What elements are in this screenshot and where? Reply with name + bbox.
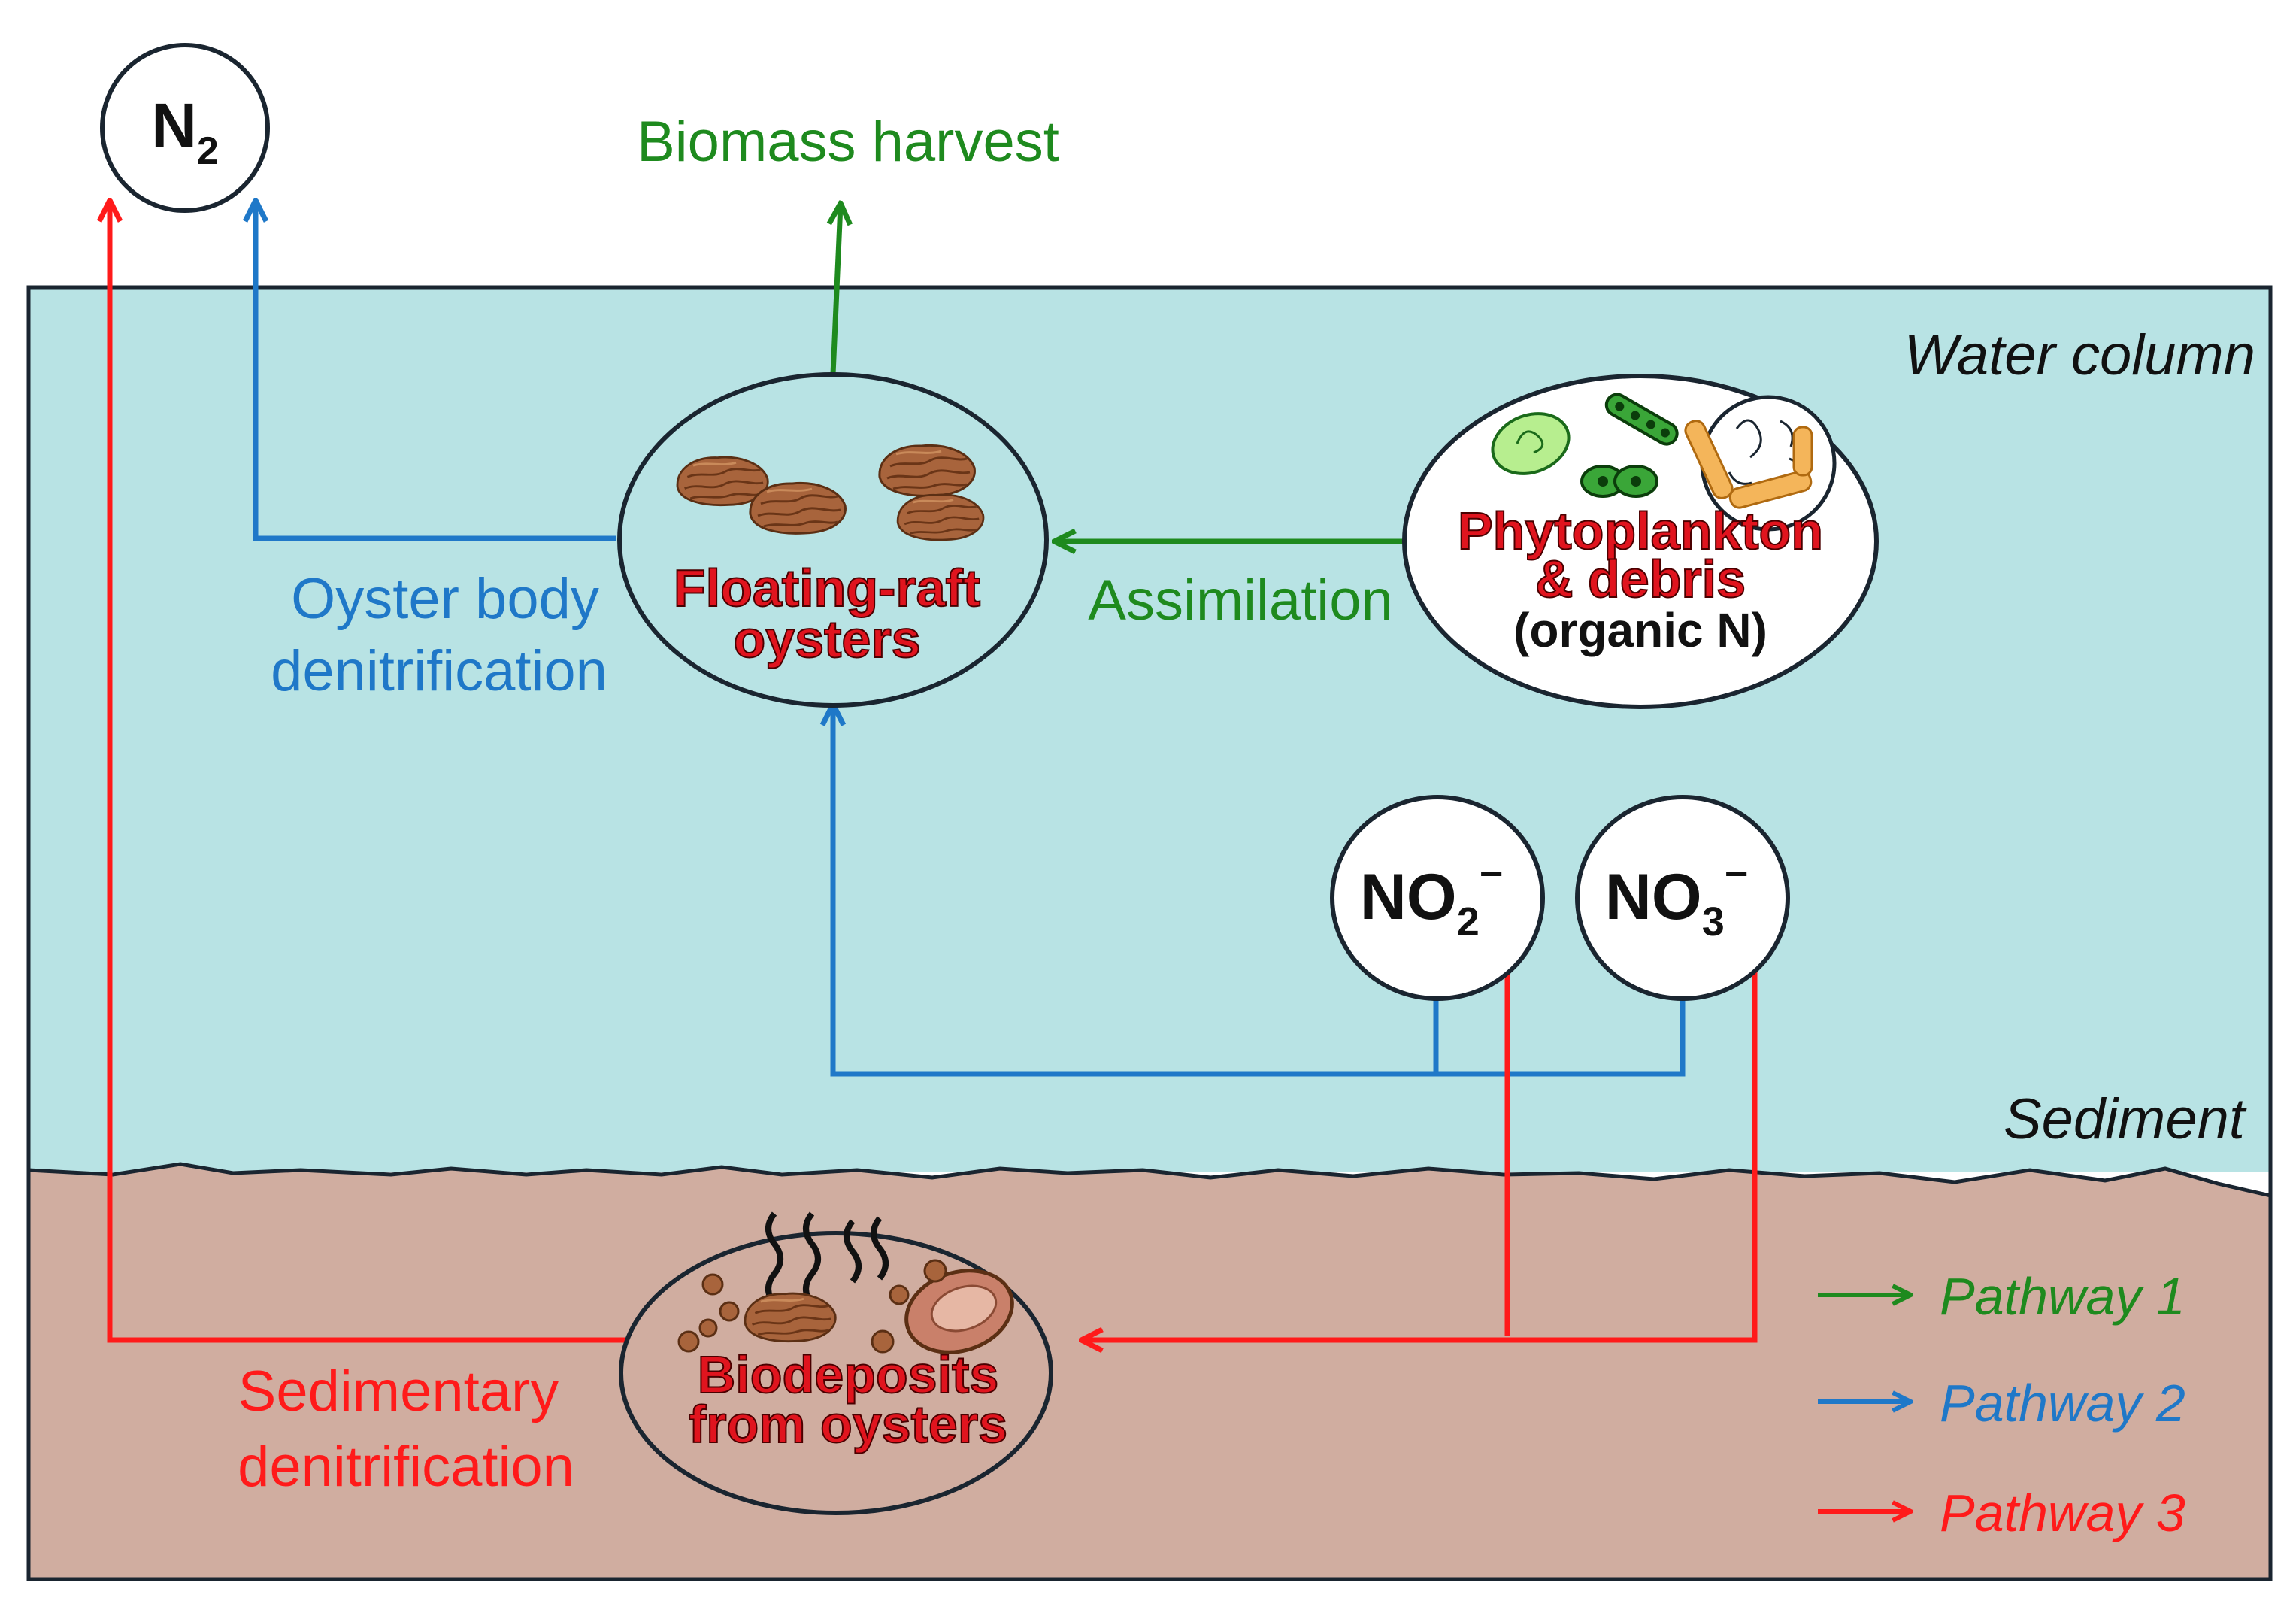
- nitrate-label: NO3−: [1605, 851, 1749, 944]
- legend-label-pathway-3: Pathway 3: [1940, 1484, 2185, 1542]
- nitrate-node: [1575, 795, 1790, 1001]
- water-column-label: Water column: [1904, 323, 2255, 387]
- oysters-label-line2: oysters: [733, 610, 920, 669]
- biomass-harvest-label: Biomass harvest: [637, 110, 1059, 174]
- diagram-frame: [26, 285, 2273, 1581]
- nitrite-label: NO2−: [1360, 851, 1504, 944]
- oyster-body-label-line1: Oyster body: [291, 567, 599, 631]
- phytoplankton-label-line2: & debris: [1535, 550, 1746, 608]
- legend-label-pathway-1: Pathway 1: [1940, 1267, 2185, 1326]
- legend: Pathway 1 Pathway 2 Pathway 3: [1818, 1267, 2185, 1542]
- n2-node: [100, 43, 270, 213]
- sediment-label: Sediment: [2004, 1087, 2247, 1151]
- phytoplankton-cells-image: [1491, 393, 1837, 532]
- sedimentary-label-line1: Sedimentary: [238, 1360, 559, 1423]
- sediment-area: [29, 1164, 2270, 1579]
- biodeposits-image: [677, 1211, 1014, 1354]
- assimilation-label: Assimilation: [1088, 568, 1392, 632]
- sedimentary-denitrification-arrow: [110, 202, 625, 1343]
- biomass-harvest-arrow: [833, 205, 841, 375]
- sedimentary-label-line2: denitrification: [238, 1435, 574, 1499]
- n2-label: N2: [151, 90, 219, 173]
- biodeposits-label-line1: Biodeposits: [698, 1345, 999, 1404]
- nitrite-node: [1330, 795, 1545, 1001]
- biodeposits-label-line2: from oysters: [689, 1395, 1007, 1454]
- nitrate-uptake-line: [1436, 997, 1686, 1077]
- sediment-surface-line: [28, 1162, 2271, 1198]
- nutrient-uptake-arrow: [833, 705, 1436, 1077]
- nitrate-to-sediment-arrow: [1083, 966, 1758, 1340]
- oyster-body-label-line2: denitrification: [271, 639, 607, 703]
- phytoplankton-label-line1: Phytoplankton: [1458, 502, 1823, 560]
- water-column-area: [29, 287, 2270, 1172]
- phytoplankton-label-line3: (organic N): [1513, 603, 1767, 657]
- legend-label-pathway-2: Pathway 2: [1940, 1374, 2185, 1433]
- oysters-label-line1: Floating-raft: [674, 559, 980, 617]
- oyster-body-denitrification-arrow: [256, 202, 616, 541]
